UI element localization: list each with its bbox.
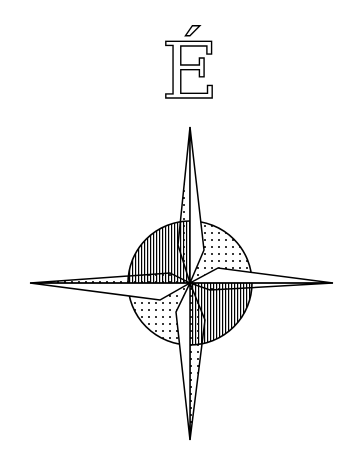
compass-star — [30, 127, 333, 440]
star-arm-west-lower — [30, 283, 190, 300]
star-arm-east-lower — [190, 283, 333, 290]
heading-letter-text: É — [162, 25, 219, 117]
heading-letter: É — [162, 25, 219, 117]
star-arm-south-left — [176, 283, 190, 440]
star-arm-west-upper — [30, 273, 190, 283]
